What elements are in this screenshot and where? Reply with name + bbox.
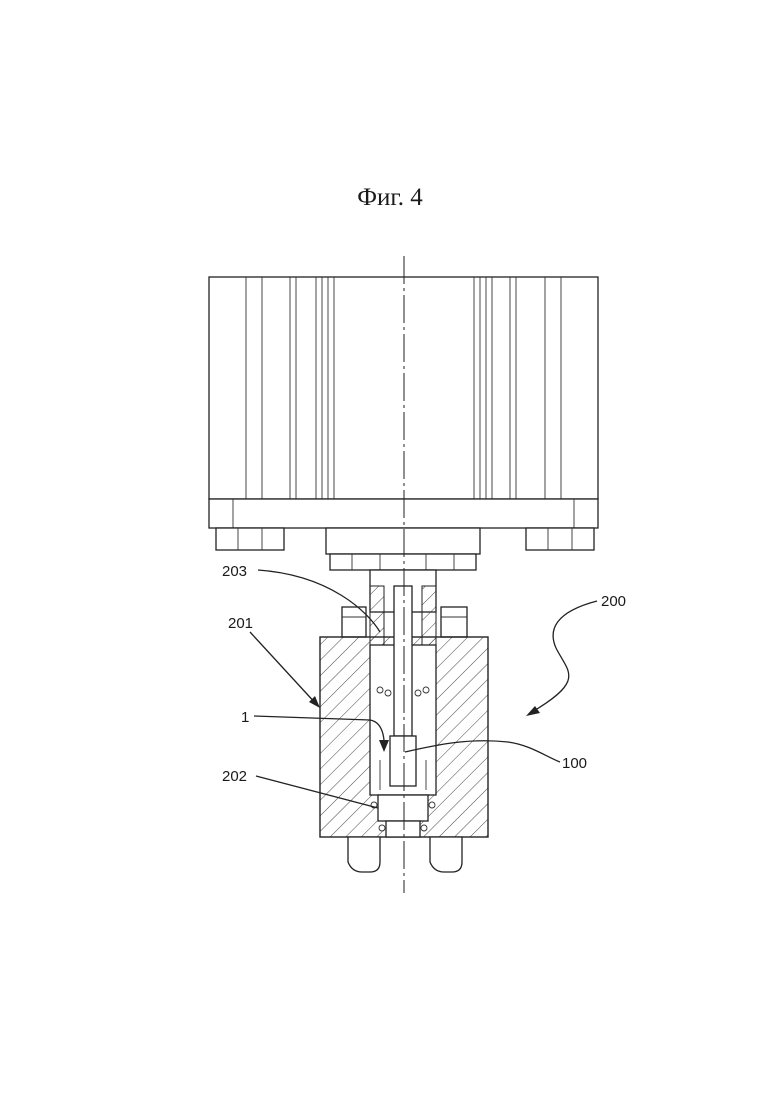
leader-201 [250,632,320,708]
label-100: 100 [562,755,587,772]
left-outlet-fitting [348,837,380,872]
label-201: 201 [228,615,253,632]
right-outlet-fitting [430,837,462,872]
label-200: 200 [601,593,626,610]
label-203: 203 [222,563,247,580]
body-bolt-right [441,607,467,637]
label-1: 1 [241,709,249,726]
right-hex-nut [526,528,594,550]
left-hex-nut [216,528,284,550]
center-flange [326,528,480,570]
leader-200 [526,601,597,716]
label-202: 202 [222,768,247,785]
